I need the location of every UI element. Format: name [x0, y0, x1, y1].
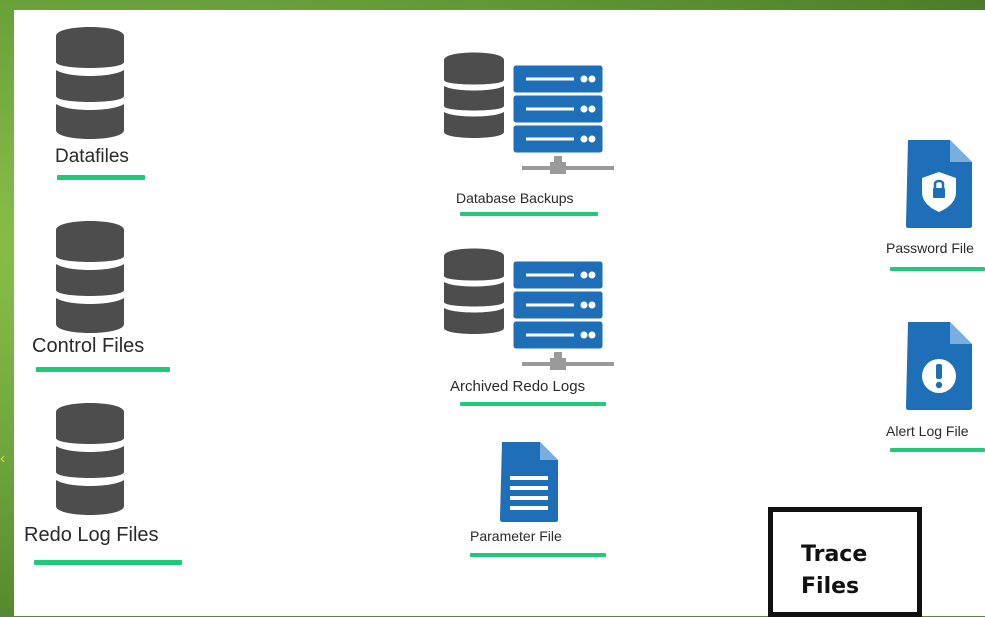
password-file-document-lock-icon: [906, 140, 972, 228]
trace-files-line-2: Files: [801, 574, 860, 599]
trace-files-box: Trace Files: [768, 507, 922, 617]
alert-log-file-document-alert-icon: [906, 322, 972, 410]
datafiles-database-icon: [56, 27, 124, 139]
archived-redo-logs-label: Archived Redo Logs: [450, 378, 586, 395]
archived-redo-logs-icon: [444, 248, 614, 370]
control-files-label: Control Files: [32, 335, 145, 357]
database-backups-icon: [444, 52, 614, 174]
control-files-database-icon: [56, 221, 124, 333]
password-file-underline: [890, 267, 985, 271]
trace-files-line-1: Trace: [801, 542, 868, 567]
diagram-canvas: Datafiles Control Files Redo Log Files: [14, 10, 985, 616]
parameter-file-document-lines-icon: [500, 442, 558, 522]
parameter-file-label: Parameter File: [470, 528, 562, 544]
redo-log-files-label: Redo Log Files: [24, 524, 159, 546]
redo-log-files-underline: [34, 560, 182, 565]
password-file-label: Password File: [886, 240, 974, 256]
alert-log-file-label: Alert Log File: [886, 423, 969, 439]
database-backups-underline: [460, 212, 598, 216]
cursor-marker-icon: ‹: [0, 450, 6, 467]
archived-redo-logs-underline: [460, 402, 606, 406]
parameter-file-underline: [470, 553, 606, 557]
datafiles-label: Datafiles: [55, 146, 129, 167]
database-backups-label: Database Backups: [456, 190, 574, 206]
redo-log-files-database-icon: [56, 403, 124, 515]
datafiles-underline: [57, 175, 145, 180]
alert-log-file-underline: [890, 448, 985, 452]
control-files-underline: [36, 367, 170, 372]
